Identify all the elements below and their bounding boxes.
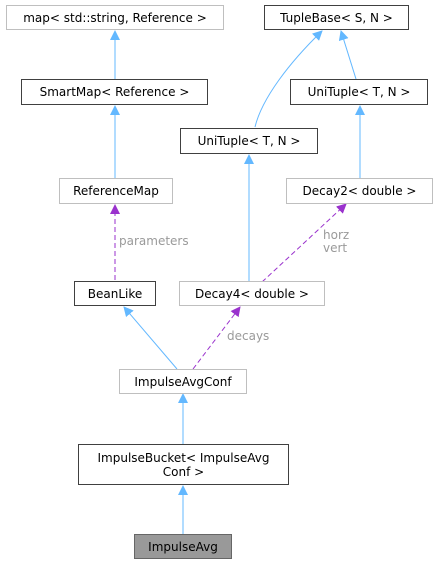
node-referencemap[interactable]: ReferenceMap xyxy=(59,178,173,204)
node-impulseavg: ImpulseAvg xyxy=(134,534,232,559)
edge-unituple-mid-to-tuplebase xyxy=(254,30,323,128)
node-tuplebase[interactable]: TupleBase< S, N > xyxy=(264,5,409,30)
edge-impulseavgconf-uses-decay4 xyxy=(192,306,241,370)
edge-impulseavgconf-to-beanlike xyxy=(123,306,178,370)
node-impulseavgconf[interactable]: ImpulseAvgConf xyxy=(119,369,247,394)
node-beanlike[interactable]: BeanLike xyxy=(74,281,156,306)
node-decay2[interactable]: Decay2< double > xyxy=(286,178,433,204)
node-unituple-mid[interactable]: UniTuple< T, N > xyxy=(180,128,318,154)
node-smartmap[interactable]: SmartMap< Reference > xyxy=(21,79,208,105)
node-impulsebucket[interactable]: ImpulseBucket< ImpulseAvg Conf > xyxy=(78,444,289,485)
node-decay4[interactable]: Decay4< double > xyxy=(179,281,325,306)
edge-unituple-right-to-tuplebase xyxy=(338,30,357,80)
edge-label-vert: vert xyxy=(323,241,348,255)
edge-label-decays: decays xyxy=(227,329,270,343)
edge-decay4-uses-decay2 xyxy=(261,203,347,283)
node-unituple-right[interactable]: UniTuple< T, N > xyxy=(290,79,428,105)
edge-label-horz: horz xyxy=(323,228,350,242)
node-map-string-reference[interactable]: map< std::string, Reference > xyxy=(6,5,224,30)
edge-label-parameters: parameters xyxy=(119,234,189,248)
